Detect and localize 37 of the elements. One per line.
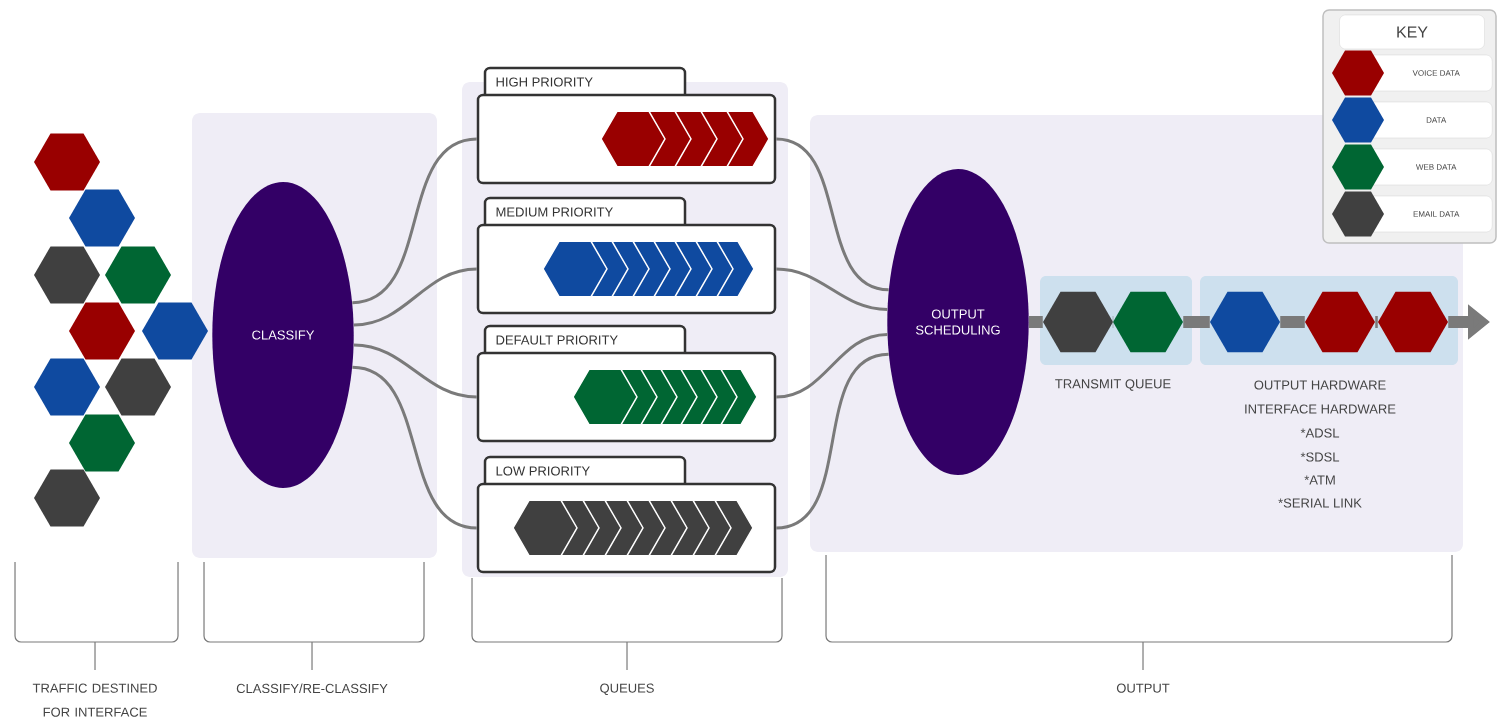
caption: TRANSMIT QUEUE (1055, 379, 1171, 391)
connector (353, 267, 477, 327)
connector (353, 343, 477, 399)
caption: OUTPUT HARDWARE (1254, 380, 1386, 390)
key-heading: KEY (1397, 26, 1428, 38)
bracket-label: CLASSIFY/RE-CLASSIFY (236, 683, 388, 694)
bracket-label: QUEUES (600, 683, 654, 696)
bracket-label: TRAFFIC DESTINED FOR INTERFACE (32, 683, 157, 717)
packet-icon (1305, 291, 1375, 353)
queue-box: HIGH PRIORITY (476, 66, 777, 185)
connector (352, 137, 478, 305)
caption: *ADSL (1300, 428, 1340, 438)
queue-box: LOW PRIORITY (476, 455, 777, 574)
connector (1183, 316, 1210, 328)
connector (776, 332, 888, 399)
packet-icon (1378, 291, 1448, 353)
node-label: HIGH PRIORITY (496, 77, 593, 87)
caption: *SDSL (1300, 452, 1340, 462)
bracket-label: OUTPUT (1116, 683, 1170, 693)
node-label: LOW PRIORITY (496, 466, 590, 476)
caption: *SERIAL LINK (1278, 498, 1362, 508)
connector (1028, 316, 1043, 328)
connector (1375, 316, 1378, 328)
packet-icon (1210, 291, 1280, 353)
caption: INTERFACE HARDWARE (1245, 404, 1396, 414)
connector (776, 137, 889, 292)
node-label: MEDIUM PRIORITY (496, 207, 613, 217)
queue-box: DEFAULT PRIORITY (476, 324, 777, 443)
packet-icon (1043, 291, 1113, 353)
connector (775, 352, 889, 530)
connector (1280, 316, 1305, 328)
queue-box: MEDIUM PRIORITY (476, 196, 777, 315)
connector (776, 267, 888, 312)
packet-icon (1113, 291, 1183, 353)
connector (352, 365, 478, 530)
caption: *ATM (1304, 475, 1335, 485)
node-label: DEFAULT PRIORITY (496, 335, 618, 345)
